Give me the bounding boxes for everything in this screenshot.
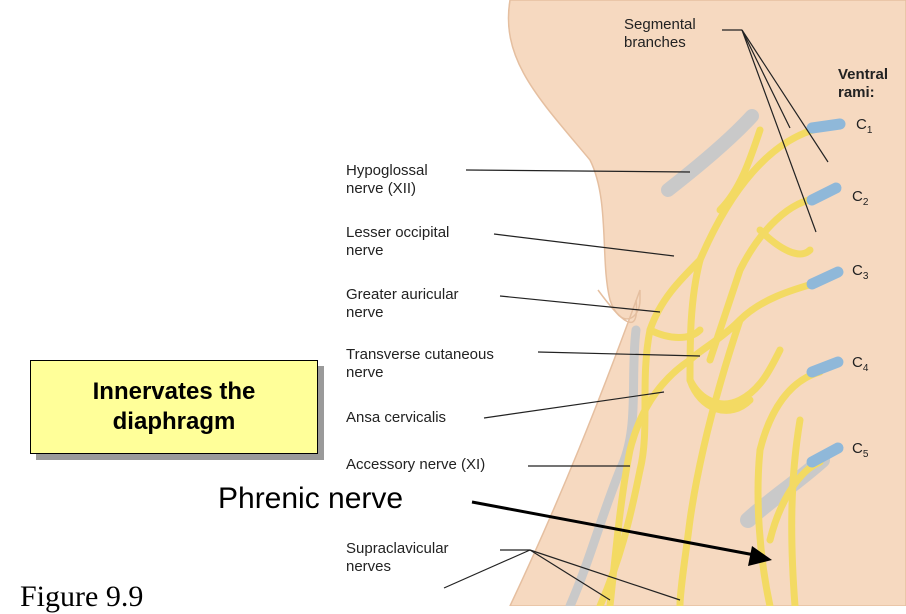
label-greater-auricular: Greater auricular nerve — [346, 286, 459, 322]
label-hypoglossal: Hypoglossal nerve (XII) — [346, 162, 428, 198]
label-lesser-occipital: Lesser occipital nerve — [346, 224, 449, 260]
label-supraclavicular: Supraclavicular nerves — [346, 540, 449, 576]
c4-letter: C — [852, 354, 863, 371]
label-c4: C4 — [852, 354, 868, 374]
c2-number: 2 — [863, 197, 869, 208]
c3-letter: C — [852, 262, 863, 279]
c3-number: 3 — [863, 271, 869, 282]
label-ventral-rami: Ventral rami: — [838, 66, 888, 102]
label-c3: C3 — [852, 262, 868, 282]
label-ansa-cervicalis: Ansa cervicalis — [346, 409, 446, 427]
label-segmental-branches: Segmental branches — [624, 16, 696, 52]
innervates-diaphragm-note: Innervates the diaphragm — [30, 360, 318, 454]
label-c5: C5 — [852, 440, 868, 460]
label-transverse-cutaneous: Transverse cutaneous nerve — [346, 346, 494, 382]
note-text: Innervates the diaphragm — [93, 377, 256, 437]
label-c1: C1 — [856, 116, 872, 136]
c1-letter: C — [856, 116, 867, 133]
label-accessory-nerve: Accessory nerve (XI) — [346, 456, 485, 474]
phrenic-nerve-label: Phrenic nerve — [218, 482, 403, 516]
c2-letter: C — [852, 188, 863, 205]
c1-number: 1 — [867, 125, 873, 136]
c5-letter: C — [852, 440, 863, 457]
c4-number: 4 — [863, 363, 869, 374]
figure-caption: Figure 9.9 — [20, 580, 143, 614]
c5-number: 5 — [863, 449, 869, 460]
label-c2: C2 — [852, 188, 868, 208]
